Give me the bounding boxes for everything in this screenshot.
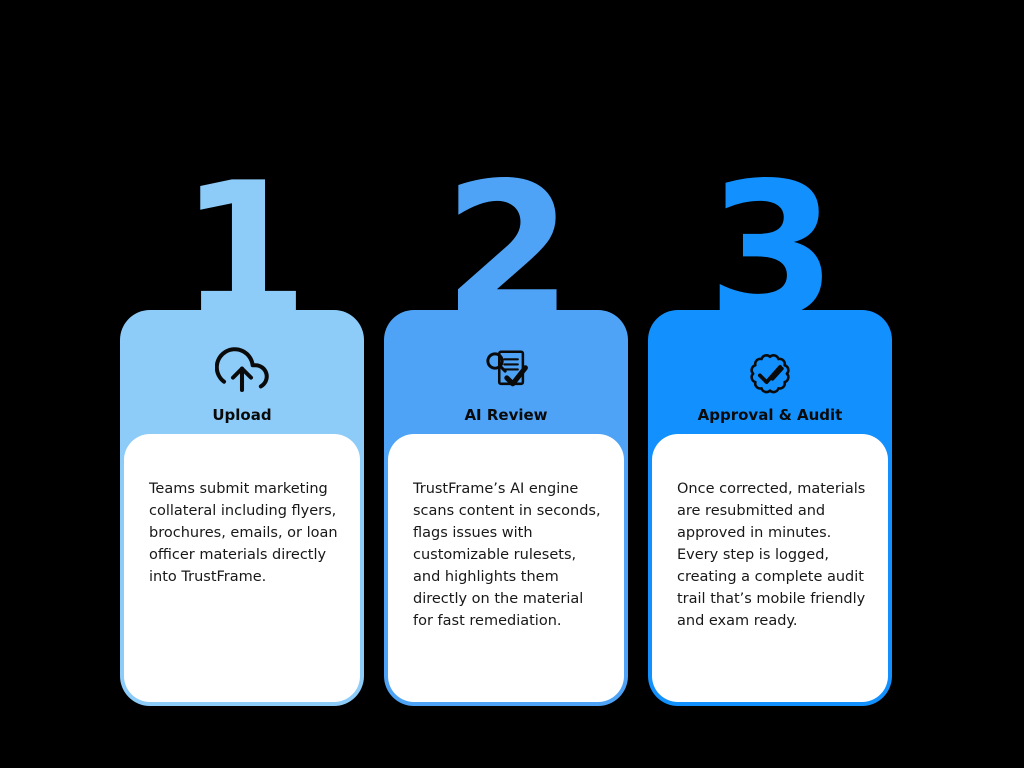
card-body-panel: Teams submit marketing collateral includ… [124,434,360,702]
step-number-1: 1 [179,142,308,359]
card-title: Upload [212,406,272,424]
card-body-text: TrustFrame’s AI engine scans content in … [413,481,601,629]
card-header: Approval & Audit [648,310,892,434]
step-card-approval-audit: Approval & Audit Once corrected, materia… [648,310,892,706]
card-body-text: Teams submit marketing collateral includ… [149,481,338,585]
document-search-check-icon [478,344,534,400]
card-title: Approval & Audit [697,406,843,424]
card-body-text: Once corrected, materials are resubmitte… [677,481,866,629]
card-body-panel: Once corrected, materials are resubmitte… [652,434,888,702]
card-header: AI Review [384,310,628,434]
step-number-2: 2 [443,142,572,359]
step-card-upload: Upload Teams submit marketing collateral… [120,310,364,706]
step-card-ai-review: AI Review TrustFrame’s AI engine scans c… [384,310,628,706]
card-title: AI Review [464,406,548,424]
seal-check-icon [742,344,798,400]
card-body-panel: TrustFrame’s AI engine scans content in … [388,434,624,702]
cloud-upload-icon [214,344,270,400]
card-header: Upload [120,310,364,434]
step-number-3: 3 [707,142,836,359]
